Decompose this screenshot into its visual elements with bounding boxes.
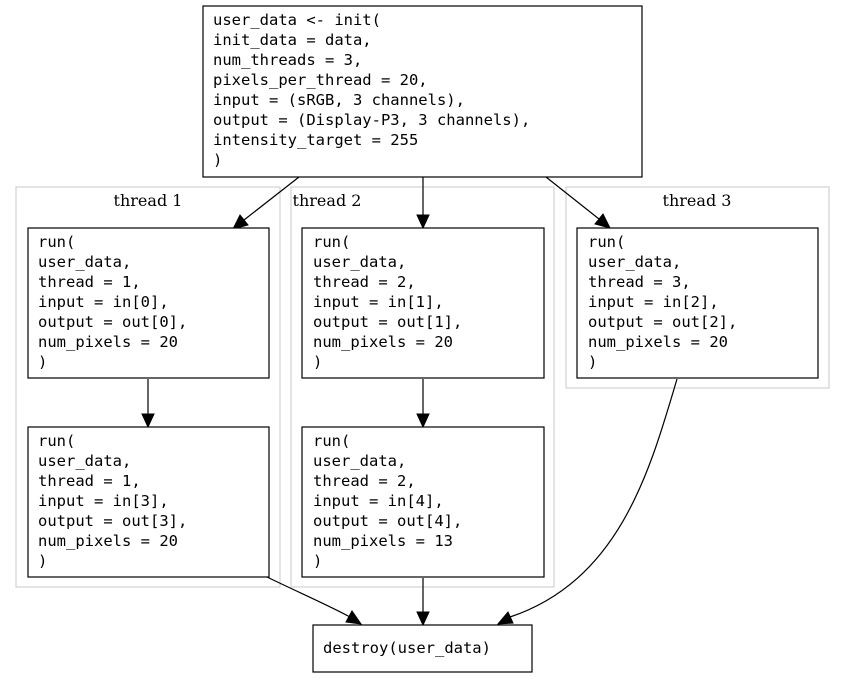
code-line: num_threads = 3, <box>213 51 362 69</box>
arrowhead-run-t2-a <box>416 214 430 230</box>
code-line: input = in[3], <box>38 492 169 510</box>
code-line: run( <box>38 432 75 450</box>
code-line: ) <box>38 353 47 371</box>
code-line: num_pixels = 13 <box>313 532 453 550</box>
node-run-t3-a: run( user_data, thread = 3, input = in[2… <box>576 227 819 379</box>
code-line: num_pixels = 20 <box>38 532 178 550</box>
edge-run-t1-b-to-destroy <box>266 576 351 618</box>
arrowhead-destroy-right <box>496 611 514 625</box>
edges <box>141 176 678 627</box>
arrowhead-run-t1-a <box>232 214 249 230</box>
cluster-title-thread-3: thread 3 <box>663 191 732 210</box>
code-line: output = (Display-P3, 3 channels), <box>213 111 530 129</box>
code-line: output = out[0], <box>38 313 187 331</box>
node-run-t1-b: run( user_data, thread = 1, input = in[3… <box>27 426 270 578</box>
edge-run-t3-a-to-destroy <box>509 378 678 618</box>
code-line: thread = 1, <box>38 273 141 291</box>
code-line: num_pixels = 20 <box>588 333 728 351</box>
code-line: user_data, <box>588 253 681 271</box>
code-line: num_pixels = 20 <box>38 333 178 351</box>
code-line: ) <box>313 552 322 570</box>
code-line: run( <box>313 432 350 450</box>
code-line: user_data <- init( <box>213 11 381 29</box>
node-init: user_data <- init( init_data = data, num… <box>202 5 643 178</box>
code-line: ) <box>313 353 322 371</box>
code-line: run( <box>38 233 75 251</box>
code-line: input = in[2], <box>588 293 719 311</box>
code-line: output = out[4], <box>313 512 462 530</box>
code-line: output = out[3], <box>38 512 187 530</box>
cluster-thread-1: thread 1 <box>15 186 281 588</box>
code-line: input = in[4], <box>313 492 444 510</box>
arrowhead-destroy-left <box>345 610 363 625</box>
code-line: init_data = data, <box>213 31 372 49</box>
node-run-t2-b: run( user_data, thread = 2, input = in[4… <box>301 426 545 578</box>
edge-init-to-run-t3-a <box>545 176 600 220</box>
code-line: ) <box>588 353 597 371</box>
code-line: thread = 3, <box>588 273 691 291</box>
code-line: input = in[0], <box>38 293 169 311</box>
arrowhead-run-t2-b <box>416 413 430 429</box>
code-line: ) <box>213 151 222 169</box>
arrowhead-run-t3-a <box>594 213 611 229</box>
code-line: user_data, <box>38 253 131 271</box>
arrowhead-run-t1-b <box>141 413 155 429</box>
code-line: thread = 2, <box>313 273 416 291</box>
code-line: output = out[2], <box>588 313 737 331</box>
node-run-t2-a: run( user_data, thread = 2, input = in[1… <box>301 227 545 379</box>
code-line: run( <box>588 233 625 251</box>
cluster-thread-3: thread 3 <box>565 186 830 389</box>
code-line: pixels_per_thread = 20, <box>213 71 428 89</box>
code-line: intensity_target = 255 <box>213 131 418 149</box>
code-line: user_data, <box>38 452 131 470</box>
code-line: input = in[1], <box>313 293 444 311</box>
code-line: input = (sRGB, 3 channels), <box>213 91 465 109</box>
edge-init-to-run-t1-a <box>243 176 300 221</box>
code-line: user_data, <box>313 452 406 470</box>
code-line: num_pixels = 20 <box>313 333 453 351</box>
arrowhead-destroy-middle <box>416 611 430 627</box>
code-line: output = out[1], <box>313 313 462 331</box>
cluster-title-thread-2: thread 2 <box>293 191 362 210</box>
node-destroy: destroy(user_data) <box>312 624 533 673</box>
node-run-t1-a: run( user_data, thread = 1, input = in[0… <box>27 227 270 379</box>
code-line: user_data, <box>313 253 406 271</box>
code-line: thread = 1, <box>38 472 141 490</box>
code-line: destroy(user_data) <box>323 639 491 657</box>
code-line: run( <box>313 233 350 251</box>
code-line: ) <box>38 552 47 570</box>
cluster-title-thread-1: thread 1 <box>114 191 183 210</box>
code-line: thread = 2, <box>313 472 416 490</box>
